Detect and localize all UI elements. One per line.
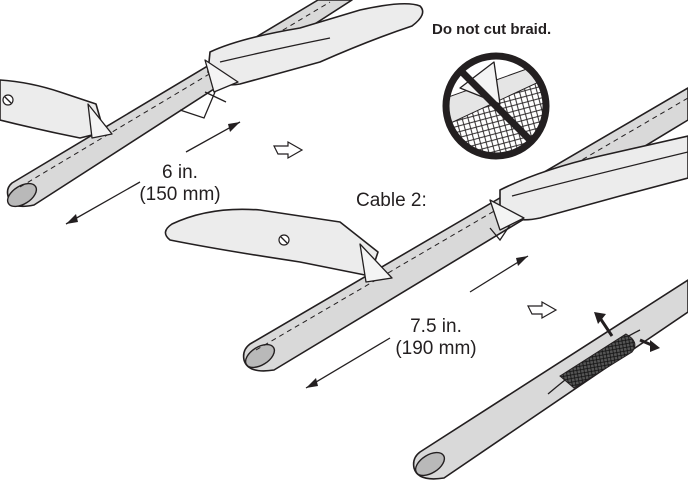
cable-2	[242, 87, 688, 372]
utility-knife-3	[489, 135, 688, 231]
no-cut-braid-icon	[442, 52, 550, 160]
rotate-arrow-icon	[527, 300, 558, 320]
dimension-cable-2	[305, 255, 529, 389]
cable-1-length-mm: (150 mm)	[139, 184, 220, 205]
warning-text: Do not cut braid.	[432, 21, 551, 38]
utility-knife-1	[204, 2, 424, 93]
cable-2-length-in: 7.5 in.	[410, 316, 462, 337]
cable-1-length-in: 6 in.	[162, 162, 198, 183]
dimension-cable-1	[65, 121, 241, 225]
utility-knife-4	[164, 208, 393, 283]
cable-2-length-mm: (190 mm)	[395, 338, 476, 359]
braid-pattern	[559, 333, 636, 389]
cable-3	[412, 279, 688, 480]
rotate-arrow-icon	[273, 140, 304, 160]
cable-2-label: Cable 2:	[356, 190, 427, 211]
utility-knife-2	[0, 79, 113, 139]
pull-arrow-icon	[594, 312, 660, 352]
